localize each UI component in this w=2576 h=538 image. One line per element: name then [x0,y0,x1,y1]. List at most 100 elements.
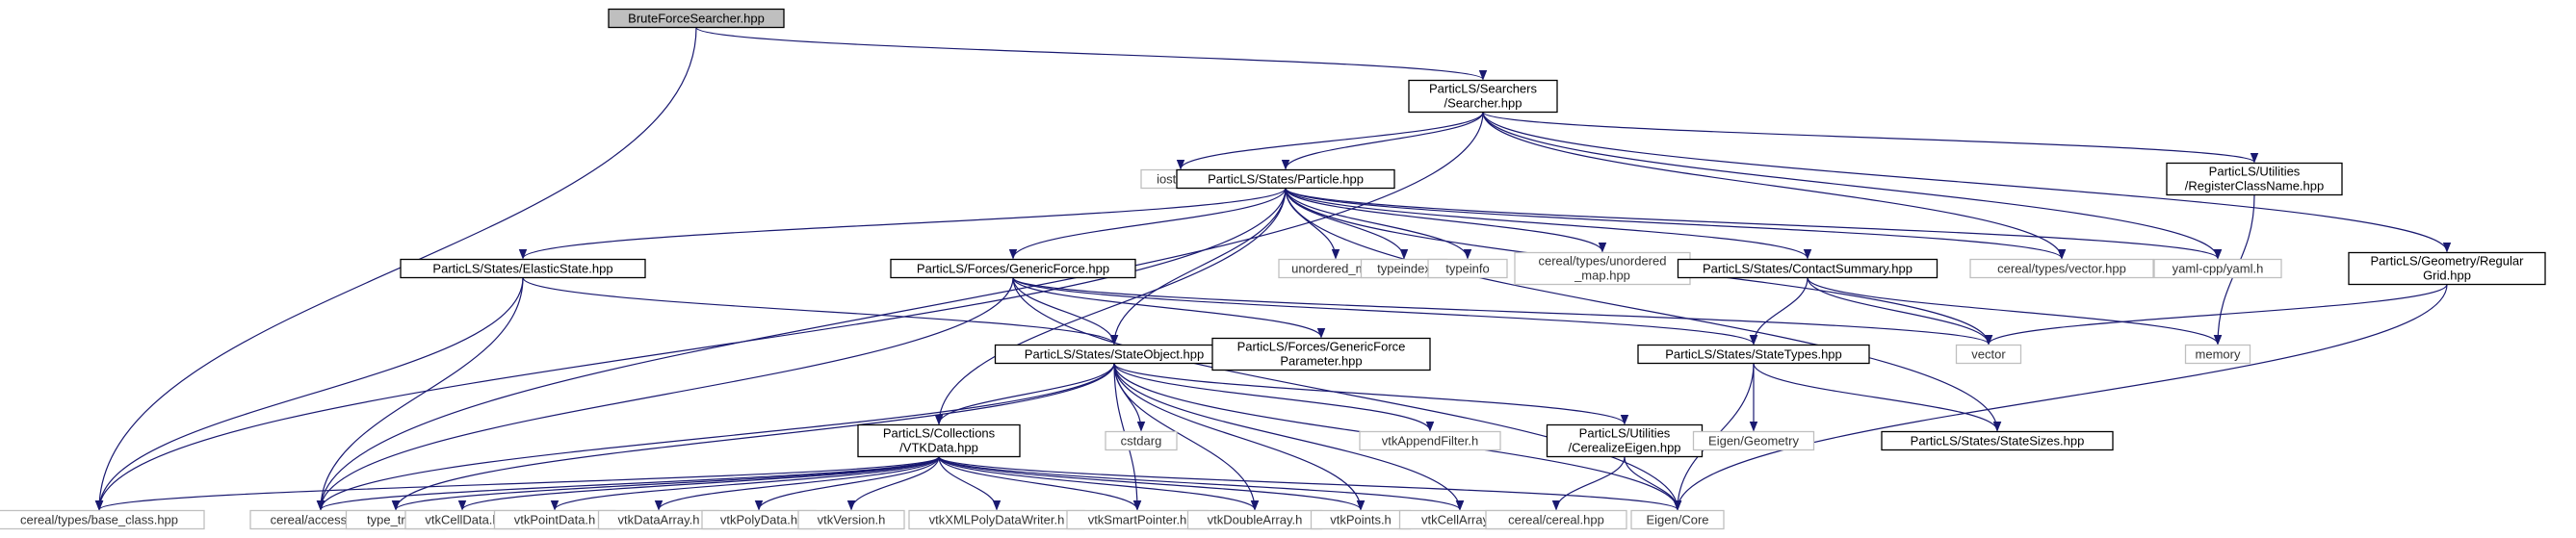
edge-stateobject-to-vtkdata [934,363,1115,425]
node-particle[interactable]: ParticLS/States/Particle.hpp [1176,168,1395,190]
node-label: cereal/types/vector.hpp [1997,262,2126,276]
node-eigengeom: Eigen/Geometry [1692,430,1815,451]
node-label: ParticLS/States/StateTypes.hpp [1665,347,1842,362]
edge-vtkdata-to-access [316,455,940,511]
node-label: cereal/types/unordered [1539,254,1667,269]
edge-reggrid-to-eigencore [1673,284,2448,511]
node-statesizes[interactable]: ParticLS/States/StateSizes.hpp [1881,430,2114,451]
node-cerealeigen[interactable]: ParticLS/Utilities/CerealizeEigen.hpp [1546,423,1704,458]
edge-vtkdata-to-vtkdataarray [654,456,940,511]
node-label: vtkPolyData.h [720,513,797,527]
node-box [857,423,1021,458]
node-box [1105,430,1178,451]
node-box [608,8,785,29]
edge-particle-to-cereal_vector [1285,187,2067,260]
node-gfparam[interactable]: ParticLS/Forces/GenericForceParameter.hp… [1211,337,1431,371]
edge-searcher-to-yaml [1482,112,2223,260]
node-box [1677,258,1939,279]
node-label: /CerealizeEigen.hpp [1568,441,1680,455]
node-box [2348,251,2546,286]
node-vtkcelldata: vtkCellData.h [404,509,520,530]
node-label: vtkXMLPolyDataWriter.h [929,513,1065,527]
node-searcher[interactable]: ParticLS/Searchers/Searcher.hpp [1408,79,1558,114]
nodes-layer: BruteForceSearcher.hppParticLS/Searchers… [0,8,2546,530]
node-label: yaml-cpp/yaml.h [2173,262,2264,276]
edge-stateobject-to-vtkpoints [1113,363,1366,511]
edge-vtkdata-to-vtkdouble [938,456,1260,511]
node-label: vtkCellData.h [425,513,499,527]
node-cerealcereal: cereal/cereal.hpp [1485,509,1627,530]
node-box [797,509,905,530]
edge-particle-to-cereal_umap [1285,188,1607,253]
edge-stateobject-to-type_traits [391,363,1115,511]
node-elastic[interactable]: ParticLS/States/ElasticState.hpp [400,258,646,279]
node-box [1408,79,1558,114]
node-label: vector [1971,347,2006,362]
node-label: typeinfo [1445,262,1490,276]
node-box [1692,430,1815,451]
edge-genforce-to-statetypes [1012,276,1758,346]
node-statetypes[interactable]: ParticLS/States/StateTypes.hpp [1637,344,1870,365]
node-label: /VTKData.hpp [899,441,978,455]
edge-cerealeigen-to-cerealcereal [1551,456,1626,511]
edge-searcher-to-iostream [1176,112,1484,170]
edge-particle-to-vtkdata [934,188,1287,425]
node-box [400,258,646,279]
node-vtkdata[interactable]: ParticLS/Collections/VTKData.hpp [857,423,1021,458]
node-label: ParticLS/States/Particle.hpp [1208,172,1364,187]
node-regclass[interactable]: ParticLS/Utilities/RegisterClassName.hpp [2166,162,2343,196]
edge-particle-to-genforce [1008,188,1287,260]
node-box [1485,509,1627,530]
edge-stateobject-to-access [316,363,1115,511]
node-cstdarg: cstdarg [1105,430,1178,451]
edge-genforce-to-stateobject [1012,277,1119,346]
node-label: ParticLS/States/ContactSummary.hpp [1703,262,1912,276]
edge-particle-to-typeinfo [1285,188,1472,260]
node-label: ParticLS/Searchers [1429,82,1537,96]
node-box [2166,162,2343,196]
edge-particle-to-stateobject [1109,188,1287,346]
edge-stateobject-to-vtkdouble [1113,363,1260,511]
node-box [1427,258,1508,279]
node-root[interactable]: BruteForceSearcher.hpp [608,8,785,29]
node-memory: memory [2184,344,2251,365]
edge-genforce-to-access [316,277,1014,511]
node-label: memory [2196,347,2241,362]
edge-vtkdata-to-vtkpointdata [550,456,940,511]
node-label: unordered_map [1291,262,1380,276]
node-label: ParticLS/States/ElasticState.hpp [432,262,612,276]
node-contact[interactable]: ParticLS/States/ContactSummary.hpp [1677,258,1939,279]
node-genforce[interactable]: ParticLS/Forces/GenericForce.hpp [890,258,1136,279]
node-label: ParticLS/Utilities [2209,165,2301,179]
node-label: vtkCellArray.h [1421,513,1498,527]
edge-particle-to-statesizes [1285,188,2002,432]
node-label: ParticLS/Collections [883,426,996,441]
edge-statetypes-to-statesizes [1753,363,2002,432]
node-label: /Searcher.hpp [1444,96,1522,111]
node-label: Parameter.hpp [1280,354,1362,369]
node-label: cereal/cereal.hpp [1508,513,1604,527]
node-stateobject[interactable]: ParticLS/States/StateObject.hpp [994,344,1235,365]
edge-elastic-to-stateobject [522,277,1119,346]
node-label: Grid.hpp [2423,269,2471,283]
node-cereal_umap: cereal/types/unordered_map.hpp [1514,251,1691,286]
edge-root-to-baseclass [94,27,697,511]
node-label: vtkVersion.h [818,513,886,527]
node-label: ParticLS/States/StateSizes.hpp [1911,434,2085,448]
node-label: vtkSmartPointer.h [1088,513,1187,527]
node-typeinfo: typeinfo [1427,258,1508,279]
node-box [1881,430,2114,451]
node-box [0,509,205,530]
edge-elastic-to-baseclass [94,277,524,511]
edge-elastic-to-access [316,277,524,511]
node-box [1955,344,2022,365]
node-label: _map.hpp [1574,269,1630,283]
node-box [2153,258,2282,279]
node-label: ParticLS/Geometry/Regular [2371,254,2525,269]
edge-searcher-to-regclass [1482,111,2258,164]
node-label: vtkDoubleArray.h [1208,513,1303,527]
node-box [1969,258,2154,279]
node-box [1359,430,1501,451]
